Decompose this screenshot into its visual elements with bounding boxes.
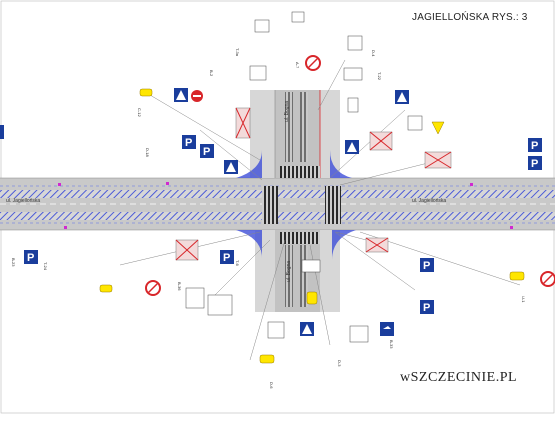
sign-code: B-23: [11, 258, 16, 267]
prohibition-signs: [145, 55, 555, 296]
street-label-cross-bottom: ul. Bogna: [286, 260, 292, 282]
sign-code: T-6: [235, 260, 240, 267]
sign-code: D-4: [371, 50, 376, 57]
svg-text:P: P: [185, 137, 192, 149]
brand-logo: wSZCZECINIE.PL: [400, 370, 518, 385]
svg-text:P: P: [423, 260, 430, 272]
sign-code: D-3: [337, 360, 342, 367]
svg-text:P: P: [531, 158, 538, 170]
svg-text:P: P: [531, 140, 538, 152]
removed-signs: [175, 107, 452, 261]
sign-code: B-33: [389, 340, 394, 349]
small-sign-plates: [185, 11, 423, 343]
crosswalks: [236, 150, 356, 260]
sign-code: U-1: [521, 296, 526, 303]
sign-code: T-22: [377, 72, 382, 81]
sign-code: B-36: [177, 282, 182, 291]
sign-code-labels: D-4 A-7 B-2 T-22 C-12 D-18 T-6 B-23 D-3 …: [11, 48, 526, 389]
svg-text:P: P: [203, 146, 210, 158]
street-label-cross-top: ul. Bogna: [284, 100, 290, 122]
crossing-signs: [174, 88, 409, 336]
parking-signs: P P P P P P P P: [0, 125, 542, 314]
sign-code: T-24: [43, 262, 48, 271]
drawing-title: JAGIELLOŃSKA RYS.: 3: [412, 12, 528, 23]
sign-code: D-18: [145, 148, 150, 157]
svg-text:P: P: [423, 302, 430, 314]
sign-code: A-7: [295, 62, 300, 69]
sign-code: C-12: [137, 108, 142, 117]
sign-code: D-6: [269, 382, 274, 389]
sign-poles: [99, 88, 525, 364]
street-label-main-right: ul. Jagiellońska: [412, 198, 447, 204]
street-label-main-left: ul. Jagiellońska: [6, 198, 41, 204]
svg-text:P: P: [27, 252, 34, 264]
svg-text:P: P: [223, 252, 230, 264]
sign-code: T-3a: [235, 48, 240, 57]
sign-code: B-2: [209, 70, 214, 77]
cross-road: [250, 90, 340, 312]
